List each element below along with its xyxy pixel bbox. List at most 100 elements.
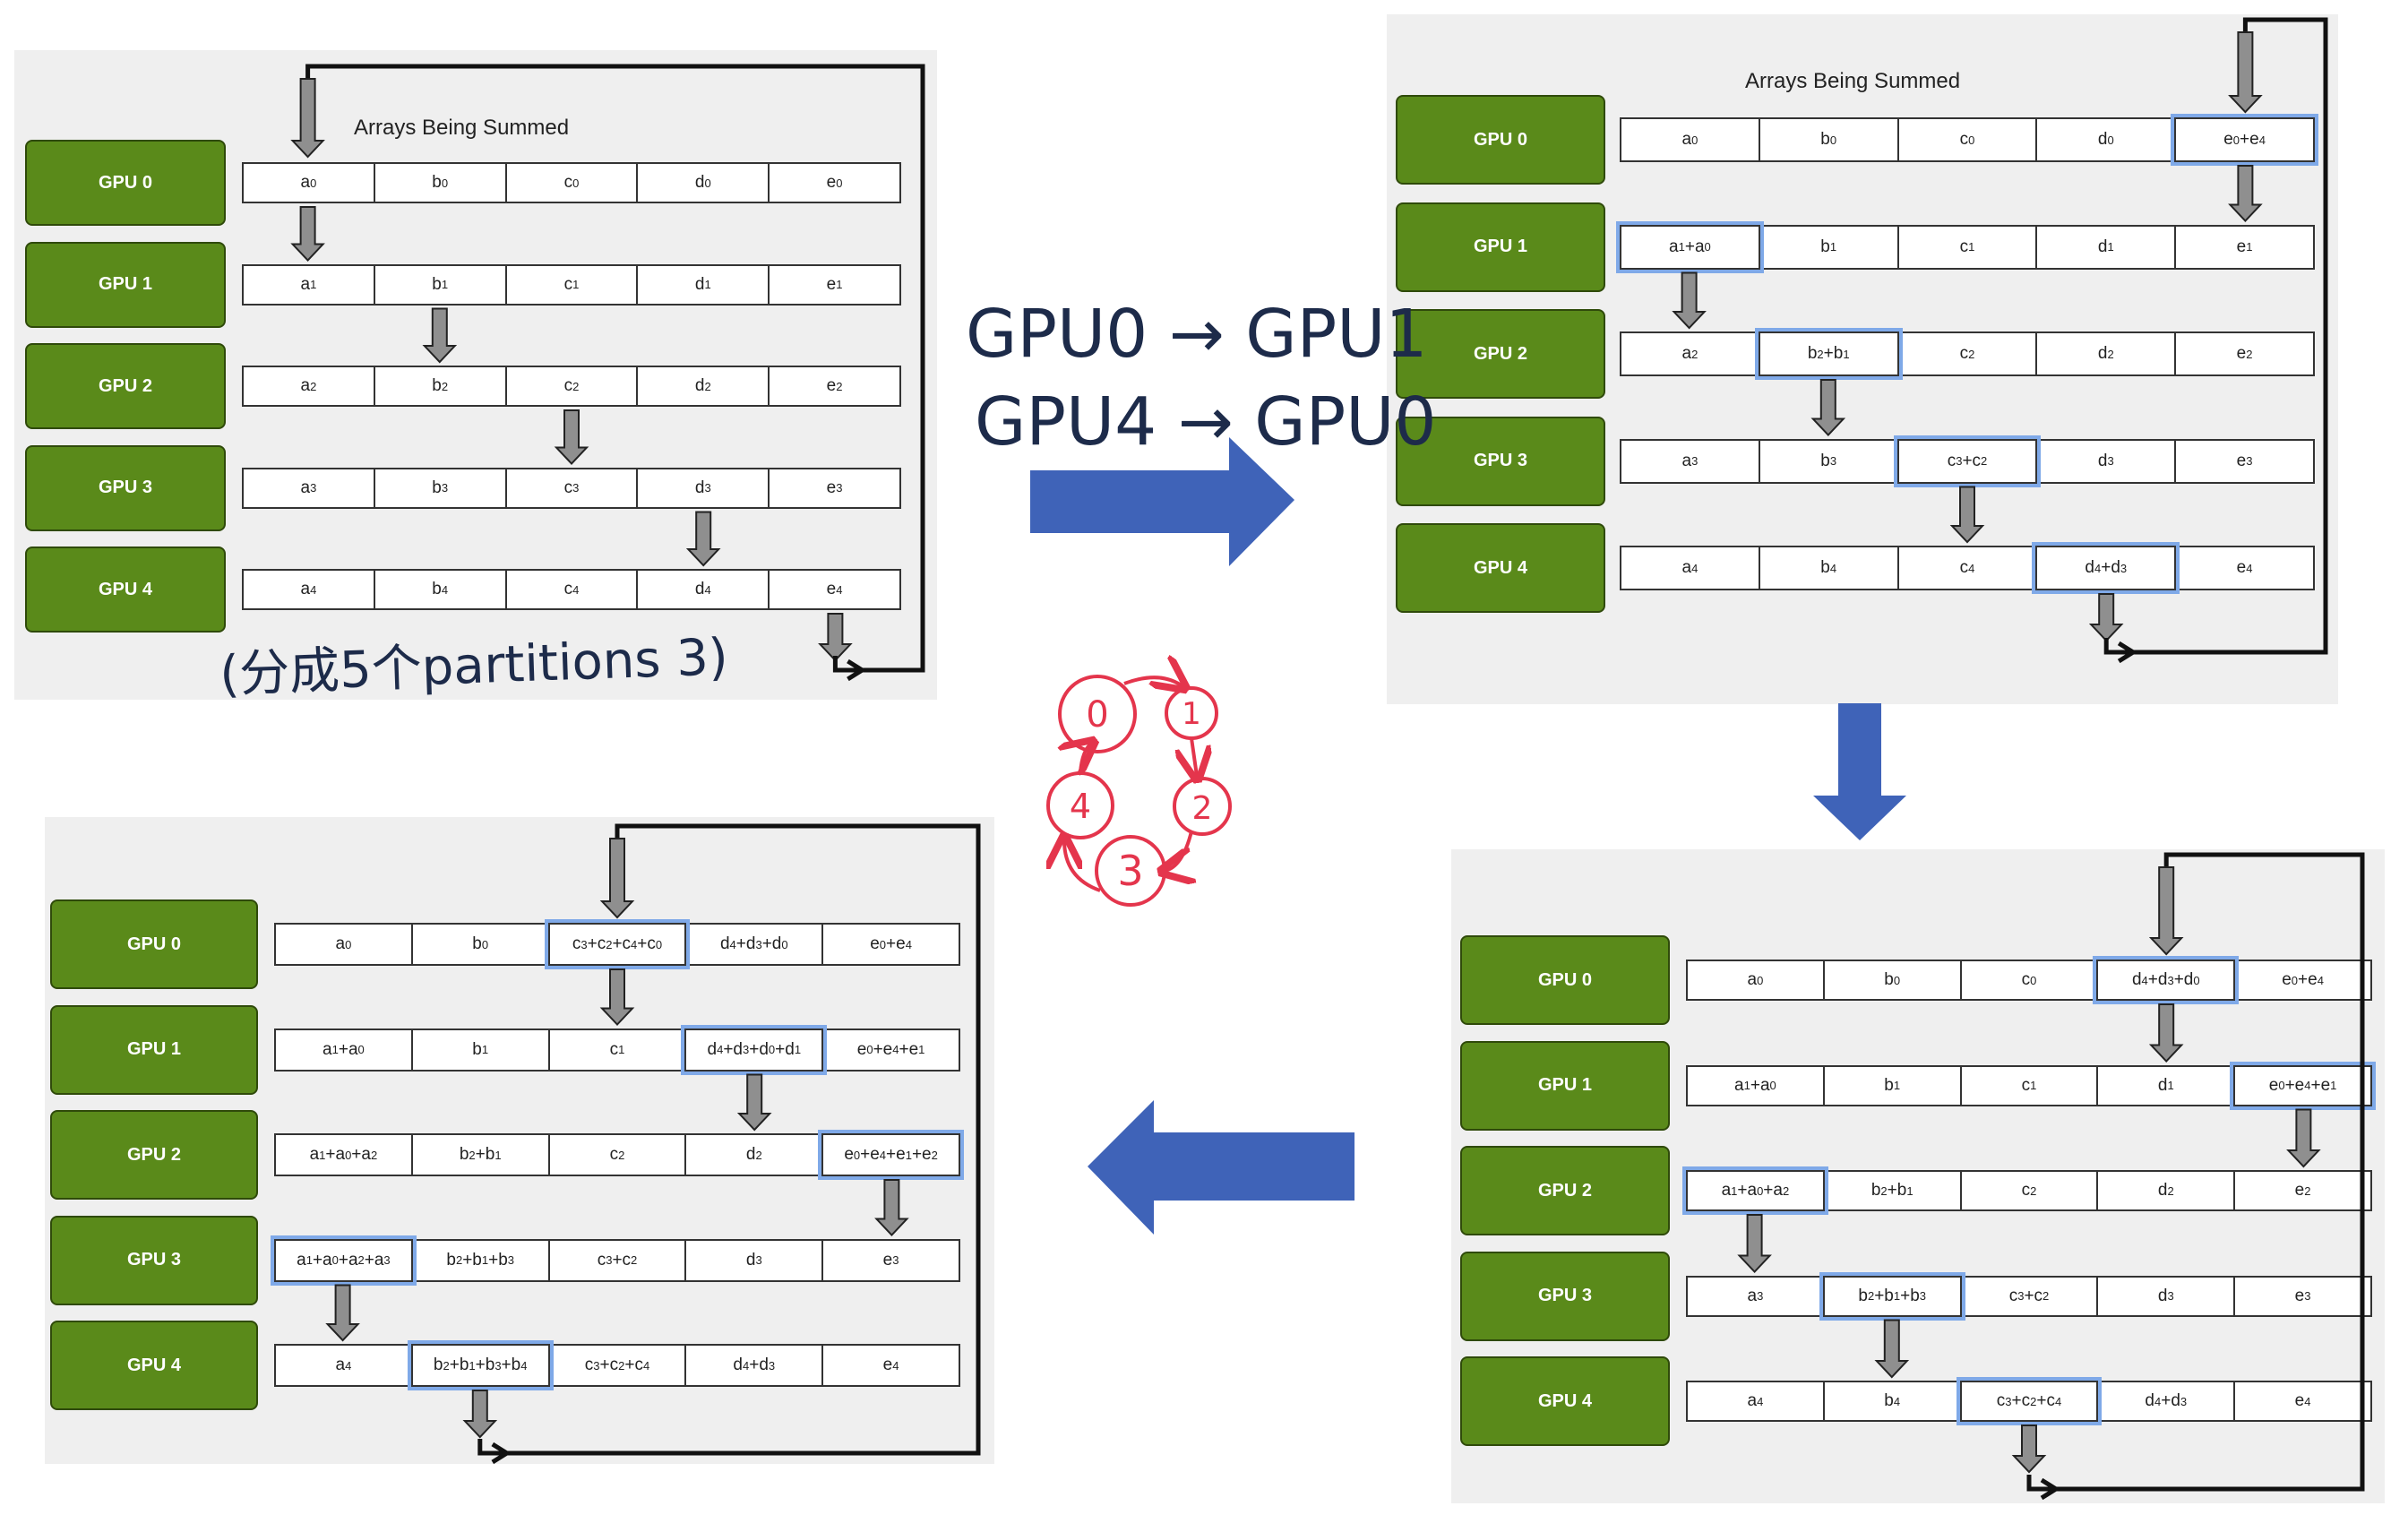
ring-node-1: 1 [1182,696,1201,732]
cell-term: +a [338,1039,358,1059]
gpu-label-4: GPU 4 [50,1321,258,1410]
cell-term: a [1681,558,1692,577]
transfer-arrow-icon [599,838,635,919]
cell-subscript: 2 [755,1148,762,1162]
gpu-label-1: GPU 1 [50,1004,258,1095]
gpu-label-1: GPU 1 [25,241,226,328]
cell-subscript: 3 [2180,1394,2188,1408]
cell-term: a [300,173,311,192]
cell-term: b [432,173,442,192]
cell-term: d [745,1145,756,1164]
cell-subscript: 1 [2167,1079,2174,1092]
cell-subscript: 1 [494,1148,502,1162]
cell-term: d [694,580,705,598]
cell-subscript: 0 [310,176,317,190]
cell-subscript: 1 [618,1043,625,1056]
transfer-arrow-icon [1949,486,1985,544]
ring-sketch [1048,676,1232,907]
cell-term: c [609,1039,619,1059]
cell-term: b [432,580,442,598]
cell-subscript: 1 [918,1043,925,1056]
transfer-arrow-icon [818,613,853,662]
ring-node-0: 0 [1086,694,1108,736]
cell-subscript: 1 [481,1253,489,1267]
cell-subscript: 2 [2304,1183,2311,1198]
cell-subscript: 1 [1829,240,1837,254]
cell-term: c [609,1145,619,1164]
cell-subscript: 2 [572,379,580,393]
transfer-arrow-icon [685,511,721,567]
gpu-label-2: GPU 2 [50,1110,258,1200]
cell-subscript: 0 [345,1148,352,1162]
gpu-label-0: GPU 0 [1460,935,1670,1025]
cell-term: d [733,1356,743,1374]
cell-term: c [1959,130,1969,149]
cell-term: b [1884,1075,1894,1095]
cell-term: c [584,1356,594,1374]
gpu-label-4: GPU 4 [1460,1356,1670,1446]
cell-subscript: 2 [370,1148,378,1162]
cell-subscript: 2 [2042,1289,2050,1303]
panel-title: Arrays Being Summed [1745,69,1961,93]
cell-term: d [694,478,705,497]
transfer-arrow-icon [2148,1003,2184,1063]
cell-subscript: 1 [2030,1079,2037,1092]
cell-term: +e [899,1039,919,1059]
cell-term: +c [2024,1286,2043,1305]
cell-term: e [2236,237,2247,256]
cell-subscript: 0 [441,176,449,190]
loop-arrowhead-icon [847,658,867,682]
cell-subscript: 1 [1968,240,1975,254]
transfer-arrow-icon [2011,1424,2047,1474]
cell-subscript: 2 [631,1253,638,1267]
cell-subscript: 4 [892,1358,899,1373]
cell-subscript: 3 [441,481,449,495]
cell-subscript: 4 [441,582,449,597]
gpu-label-3: GPU 3 [25,444,226,531]
cell-term: d [2157,1075,2168,1095]
cell-subscript: 0 [2291,973,2299,987]
cell-term: e [870,934,880,953]
cell-subscript: 0 [2107,133,2114,147]
cell-subscript: 3 [755,937,762,951]
cell-term: a [300,580,311,598]
cell-subscript: 1 [319,1148,326,1162]
transfer-arrow-icon [2286,1108,2321,1168]
cell-term: e [826,376,837,395]
transfer-arrow-icon [874,1179,909,1236]
cell-subscript: 3 [507,1253,514,1267]
cell-term: e [2236,558,2247,577]
